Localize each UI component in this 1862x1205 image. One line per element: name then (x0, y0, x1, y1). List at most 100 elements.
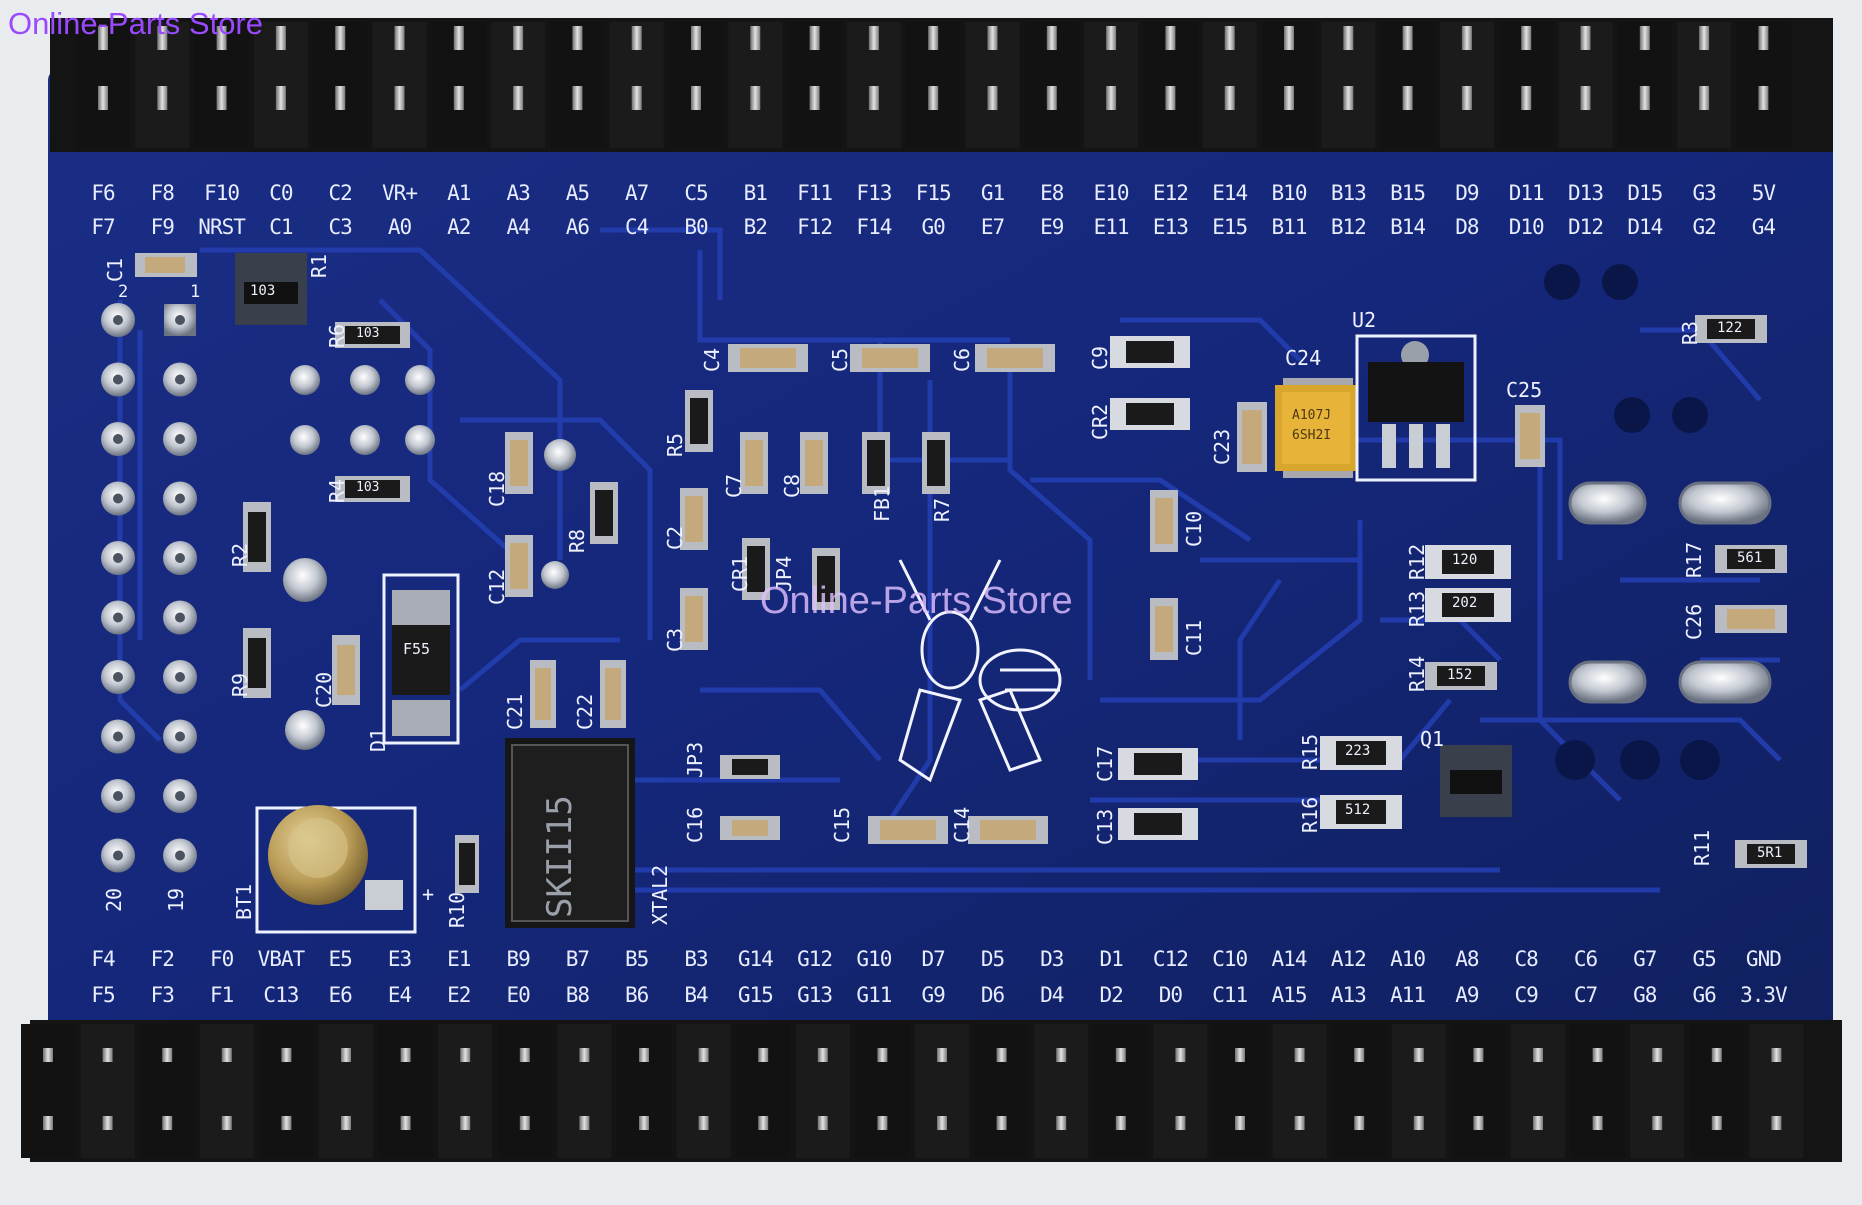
pin-label: C11 (1212, 983, 1248, 1007)
pin-label: E3 (387, 947, 412, 971)
header-pin (378, 1024, 433, 1158)
silk-r12: R12 (1405, 543, 1429, 580)
smd-cap-c23 (1237, 402, 1267, 472)
header-pin (1380, 22, 1435, 148)
silk-c3: C3 (663, 627, 687, 652)
pin-label: A14 (1271, 947, 1308, 971)
smd-cap-c21 (530, 660, 556, 728)
silk-r7: R7 (930, 497, 954, 522)
via-pad (163, 838, 197, 873)
silk-c18: C18 (485, 470, 509, 507)
pin-label: F2 (150, 947, 175, 971)
pin-label: VBAT (257, 947, 306, 971)
via-pad (101, 838, 135, 873)
vias (283, 264, 1720, 780)
silk-c20: C20 (312, 671, 336, 708)
silk-r10: R10 (445, 891, 469, 928)
silk-r17-value: 561 (1737, 550, 1763, 566)
pin-label: C2 (328, 181, 353, 205)
pin-label: D7 (921, 947, 946, 971)
via-pad (163, 779, 197, 813)
pin-label: A12 (1330, 947, 1367, 971)
pin-label: E11 (1093, 215, 1130, 239)
silk-c15: C15 (830, 806, 854, 843)
smd-cap-c3 (680, 588, 708, 650)
store-watermark: Online-Parts Store (8, 6, 263, 41)
pin-label: G8 (1633, 983, 1657, 1007)
pin-label: B6 (625, 983, 649, 1007)
silk-cr1: CR1 (728, 555, 752, 592)
silk-r15: R15 (1298, 733, 1322, 770)
crystal-xtal2 (505, 738, 635, 928)
smd-resistor-r3 (1695, 315, 1767, 343)
silk-c6: C6 (950, 347, 974, 372)
pin-label: NRST (198, 215, 246, 239)
silk-r9: R9 (228, 672, 252, 697)
header-pin (676, 1024, 731, 1158)
smd-resistor-r12 (1425, 545, 1511, 579)
pin-label: B4 (684, 983, 708, 1007)
pin-label: E6 (328, 983, 353, 1007)
silk-r13-value: 202 (1452, 595, 1478, 611)
smd-cap-c20 (332, 635, 360, 705)
header-pin (1093, 1024, 1148, 1158)
silk-c17: C17 (1093, 745, 1117, 782)
smd-cap-c7 (740, 432, 768, 494)
smd-cap-cr1 (742, 538, 770, 600)
header-pin (1736, 22, 1791, 148)
smd-resistor-r15 (1320, 736, 1402, 770)
silk-r16: R16 (1298, 796, 1322, 833)
silk-c26: C26 (1682, 603, 1706, 640)
pin-label: E1 (447, 947, 471, 971)
pin-label: E4 (387, 983, 412, 1007)
silk-cr2: CR2 (1088, 403, 1112, 440)
pin-label: G2 (1692, 215, 1716, 239)
silk-c9: C9 (1088, 345, 1112, 370)
pin-label: F14 (856, 215, 892, 239)
pin-label: A15 (1271, 983, 1308, 1007)
header-pin (438, 1024, 493, 1158)
pin-label: F4 (91, 947, 115, 971)
header-pin (617, 1024, 671, 1158)
smd-resistor-r13 (1425, 588, 1511, 622)
header-pin (965, 22, 1020, 148)
via-pad (163, 600, 197, 635)
via-pad (101, 481, 135, 516)
pin-label: G13 (797, 983, 833, 1007)
pin-label: F5 (91, 983, 115, 1007)
pin-label: F0 (209, 947, 234, 971)
silk-tant-mark1: A107J (1292, 408, 1332, 423)
pin-label: A13 (1330, 983, 1367, 1007)
pin-label: B8 (565, 983, 590, 1007)
silk-diode-mark: F55 (403, 640, 431, 658)
pin-label: B12 (1330, 215, 1367, 239)
pin-label: G0 (921, 215, 946, 239)
resistor-array-r1 (235, 253, 307, 325)
pin-label: D5 (980, 947, 1005, 971)
silk-c1: C1 (103, 257, 127, 282)
pin-label: E13 (1152, 215, 1189, 239)
pin-label: C0 (269, 181, 293, 205)
header-pin (1332, 1024, 1387, 1158)
via-pad (101, 600, 135, 635)
pin-label: E12 (1152, 181, 1189, 205)
header-pin (194, 22, 249, 148)
pin-label: D9 (1455, 181, 1479, 205)
pin-label: G7 (1633, 947, 1657, 971)
silk-xtal2: XTAL2 (648, 864, 672, 925)
pin-label: E7 (980, 215, 1005, 239)
silk-r13: R13 (1405, 590, 1429, 627)
header-pin (1558, 22, 1613, 148)
pin-label: D13 (1568, 181, 1604, 205)
silk-c13: C13 (1093, 808, 1117, 845)
header-pin (372, 22, 427, 148)
transistor-q1 (1440, 745, 1512, 817)
pin-label: 3.3V (1740, 983, 1788, 1007)
silk-r14: R14 (1405, 655, 1429, 692)
silk-pin2: 2 (118, 282, 129, 302)
silk-q1: Q1 (1420, 727, 1445, 751)
silk-r15-value: 223 (1345, 743, 1371, 759)
smd-resistor-r5 (685, 390, 713, 452)
header-pin (1617, 22, 1672, 148)
